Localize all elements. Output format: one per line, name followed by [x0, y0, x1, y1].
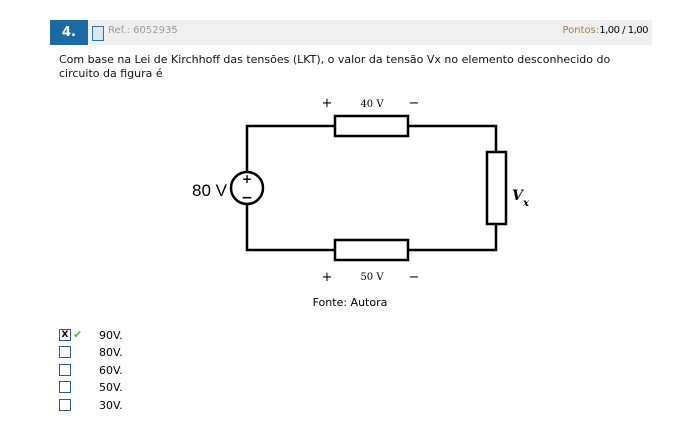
checkbox[interactable] [59, 381, 71, 393]
checkbox[interactable] [59, 364, 71, 376]
top-minus: − [409, 96, 420, 111]
source-label: 80 V [192, 181, 228, 200]
reference: Ref.: 6052935 [108, 25, 178, 36]
top-label: 40 V [360, 99, 384, 110]
bottom-minus: − [409, 270, 420, 285]
document-icon [92, 26, 104, 41]
vx-label: V [512, 188, 525, 204]
points-value: 1,00 / 1,00 [599, 25, 648, 36]
source-minus: − [241, 190, 253, 206]
bottom-plus: + [322, 270, 333, 285]
points-label: Pontos: [562, 25, 600, 36]
source-plus: + [242, 172, 252, 186]
vx-subscript: x [522, 198, 530, 209]
resistor-top [333, 114, 410, 138]
voltage-source [229, 170, 265, 206]
unknown-element [485, 150, 508, 226]
option-label: 30V. [99, 399, 123, 412]
bottom-label: 50 V [360, 272, 384, 283]
question-text: Com base na Lei de Kirchhoff das tensões… [59, 53, 611, 80]
option-label: 60V. [99, 364, 123, 377]
checkbox[interactable] [59, 346, 71, 358]
option-label: 50V. [99, 381, 123, 394]
resistor-bottom [333, 238, 410, 262]
figure-caption: Fonte: Autora [312, 296, 388, 309]
wires [245, 124, 498, 252]
question-header: 4. Ref.: 6052935 Pontos:1,00 / 1,00 [50, 20, 652, 45]
checkbox[interactable] [59, 399, 71, 411]
option-label: 80V. [99, 346, 123, 359]
checkbox[interactable]: X [59, 329, 71, 341]
check-icon: ✔ [73, 328, 83, 341]
option-label: 90V. [99, 329, 123, 342]
top-plus: + [322, 96, 333, 111]
points: Pontos:1,00 / 1,00 [562, 25, 648, 36]
question-number: 4. [50, 20, 88, 45]
